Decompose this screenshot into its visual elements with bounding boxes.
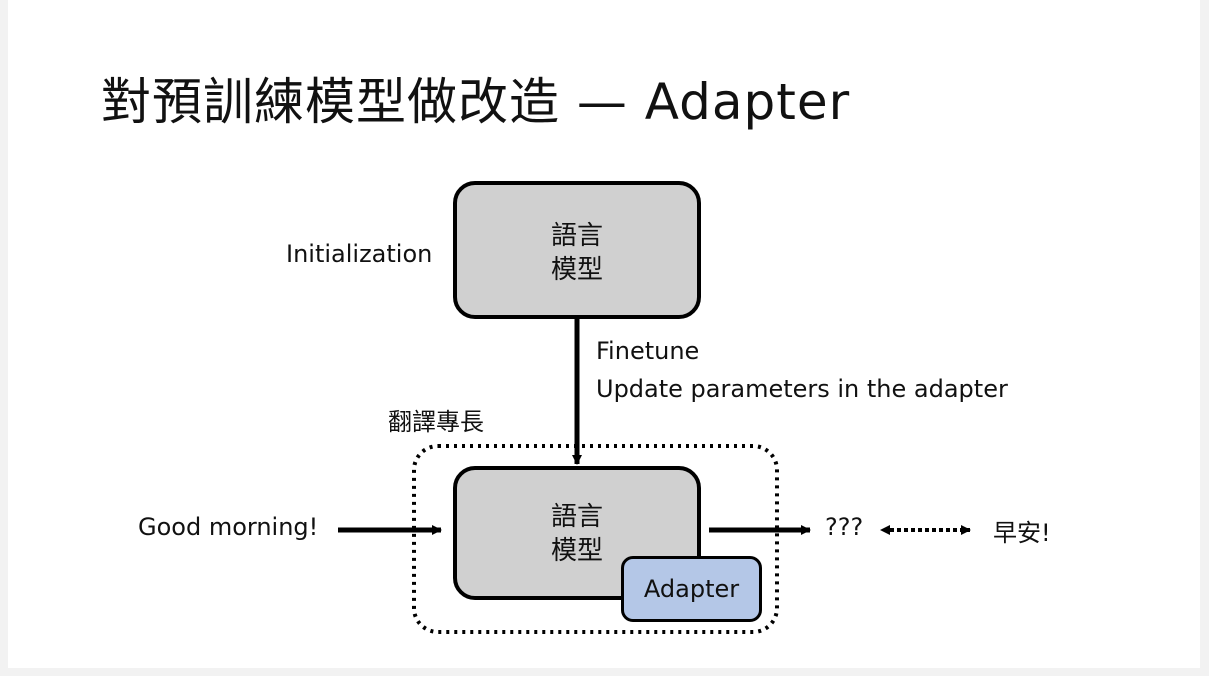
bottom-model-label-line2: 模型 [550, 536, 603, 566]
finetune-label: Finetune [596, 337, 700, 365]
top-model-label-line1: 語言 [550, 221, 603, 251]
input-text: Good morning! [138, 513, 319, 541]
compare-arrow-left-head [880, 525, 890, 535]
update-parameters-label: Update parameters in the adapter [596, 375, 1008, 403]
slide-title: 對預訓練模型做改造 — Adapter [101, 73, 851, 131]
adapter-box: Adapter [621, 556, 762, 622]
bottom-model-label-line1: 語言 [550, 502, 603, 532]
slide: 對預訓練模型做改造 — Adapter Initialization 語言 模型… [8, 0, 1200, 668]
output-text: ??? [825, 513, 864, 541]
diagram-connectors [338, 319, 971, 634]
pretrained-language-model-box: 語言 模型 [453, 181, 701, 319]
top-model-label-line2: 模型 [550, 255, 603, 285]
target-text: 早安! [993, 519, 1051, 547]
initialization-label: Initialization [286, 240, 433, 268]
translation-skill-label: 翻譯專長 [388, 408, 484, 436]
